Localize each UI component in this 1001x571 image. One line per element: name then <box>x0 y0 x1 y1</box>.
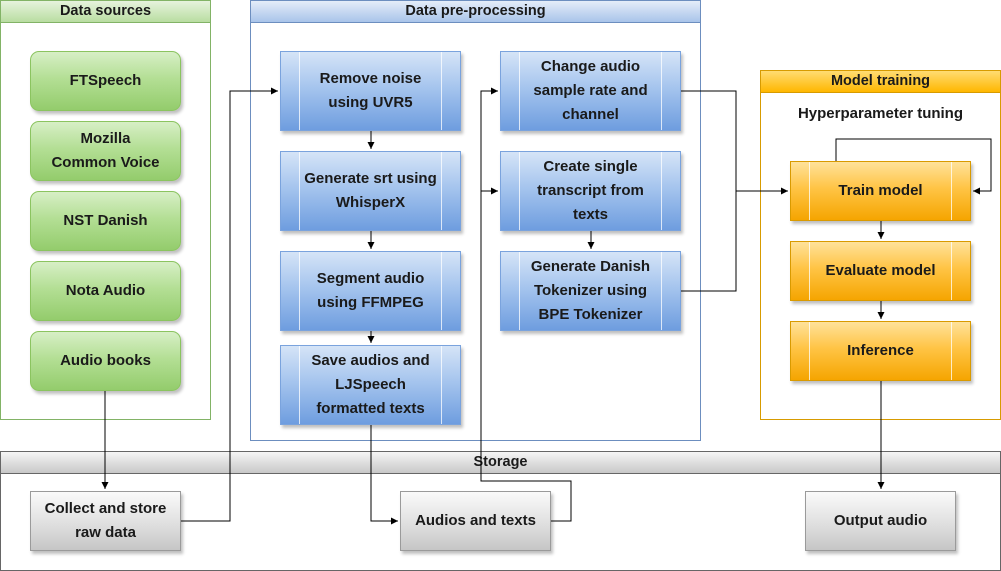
edge-audios-loop <box>480 87 572 522</box>
step-save-audios[interactable]: Save audios and LJSpeech formatted texts <box>280 345 461 425</box>
hyperparameter-tuning-label: Hyperparameter tuning <box>797 105 964 122</box>
source-mozilla-common-voice[interactable]: Mozilla Common Voice <box>30 121 181 181</box>
storage-title: Storage <box>1 452 1000 474</box>
data-sources-lane: Data sources <box>0 0 211 420</box>
model-training-lane: Model training <box>760 70 1001 420</box>
preprocessing-title: Data pre-processing <box>251 1 700 23</box>
data-sources-title: Data sources <box>1 1 210 23</box>
storage-output-audio[interactable]: Output audio <box>805 491 956 551</box>
edge-train-loop <box>835 138 992 195</box>
storage-audios-texts[interactable]: Audios and texts <box>400 491 551 551</box>
step-create-transcript[interactable]: Create single transcript from texts <box>500 151 681 231</box>
storage-raw-data[interactable]: Collect and store raw data <box>30 491 181 551</box>
step-generate-srt[interactable]: Generate srt using WhisperX <box>280 151 461 231</box>
source-audio-books[interactable]: Audio books <box>30 331 181 391</box>
step-remove-noise[interactable]: Remove noise using UVR5 <box>280 51 461 131</box>
preprocessing-lane: Data pre-processing <box>250 0 701 441</box>
model-training-title: Model training <box>761 71 1000 93</box>
edge-change-to-train <box>681 90 788 195</box>
step-generate-tokenizer[interactable]: Generate Danish Tokenizer using BPE Toke… <box>500 251 681 331</box>
step-change-sample-rate[interactable]: Change audio sample rate and channel <box>500 51 681 131</box>
source-nota-audio[interactable]: Nota Audio <box>30 261 181 321</box>
source-ftspeech[interactable]: FTSpeech <box>30 51 181 111</box>
step-evaluate-model[interactable]: Evaluate model <box>790 241 971 301</box>
source-nst-danish[interactable]: NST Danish <box>30 191 181 251</box>
edge-save-to-audios <box>370 425 398 525</box>
step-inference[interactable]: Inference <box>790 321 971 381</box>
edge-raw-to-remove-noise <box>181 87 278 522</box>
step-segment-audio[interactable]: Segment audio using FFMPEG <box>280 251 461 331</box>
edge-tokenizer-to-train <box>681 191 737 292</box>
step-train-model[interactable]: Train model <box>790 161 971 221</box>
